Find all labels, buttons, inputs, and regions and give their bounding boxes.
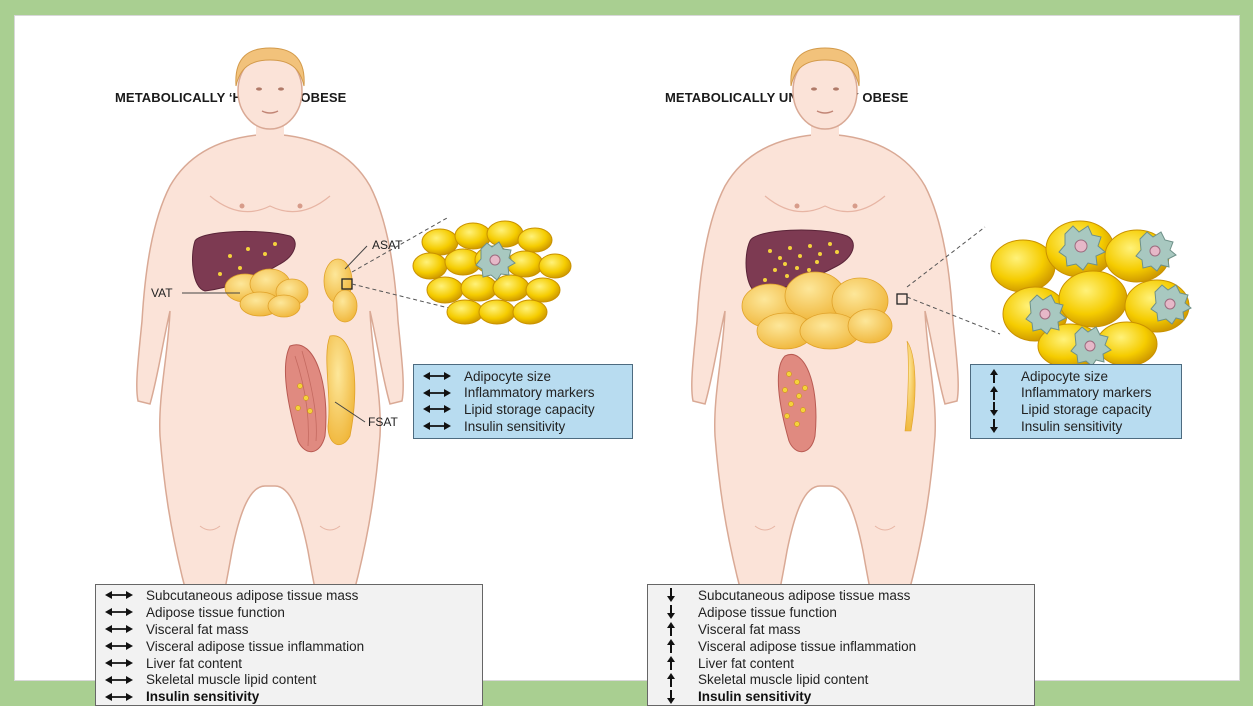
healthy-summary-label: Liver fat content — [146, 656, 242, 671]
healthy-summary-label: Visceral adipose tissue inflammation — [146, 639, 364, 654]
up-arrow-icon — [656, 622, 686, 636]
healthy-adipocyte-property-label: Lipid storage capacity — [464, 402, 595, 417]
unhealthy-summary-label: Liver fat content — [698, 656, 794, 671]
up-arrow-icon — [979, 369, 1009, 383]
healthy-summary-label: Skeletal muscle lipid content — [146, 672, 316, 687]
double-arrow-icon — [422, 388, 452, 398]
up-arrow-icon — [656, 673, 686, 687]
healthy-summary-label: Insulin sensitivity — [146, 689, 259, 704]
unhealthy-summary-row: Subcutaneous adipose tissue mass — [656, 587, 1026, 604]
down-arrow-icon — [656, 605, 686, 619]
healthy-summary-row: Visceral fat mass — [104, 621, 474, 638]
down-arrow-icon — [656, 690, 686, 704]
healthy-summary-label: Visceral fat mass — [146, 622, 249, 637]
up-arrow-icon — [656, 656, 686, 670]
double-arrow-icon — [104, 692, 134, 702]
healthy-adipocyte-property-label: Adipocyte size — [464, 369, 551, 384]
healthy-adipocyte-property-label: Insulin sensitivity — [464, 419, 565, 434]
unhealthy-summary-label: Visceral adipose tissue inflammation — [698, 639, 916, 654]
healthy-adipocyte-property-row: Lipid storage capacity — [422, 401, 624, 418]
down-arrow-icon — [656, 588, 686, 602]
double-arrow-icon — [104, 607, 134, 617]
unhealthy-body-figure — [692, 48, 958, 662]
unhealthy-summary-row: Visceral fat mass — [656, 621, 1026, 638]
unhealthy-adipocyte-property-row: Adipocyte size — [979, 368, 1173, 385]
obesity-phenotype-diagram: METABOLICALLY ‘HEALTHY’ OBESE METABOLICA… — [35, 44, 1235, 684]
up-arrow-icon — [979, 386, 1009, 400]
healthy-summary-row: Subcutaneous adipose tissue mass — [104, 587, 474, 604]
unhealthy-summary-label: Skeletal muscle lipid content — [698, 672, 868, 687]
up-arrow-icon — [656, 639, 686, 653]
healthy-summary-row: Liver fat content — [104, 655, 474, 672]
unhealthy-adipocyte-property-row: Insulin sensitivity — [979, 418, 1173, 435]
macrophage-icon — [476, 242, 515, 280]
healthy-summary-label: Adipose tissue function — [146, 605, 285, 620]
healthy-adipocyte-property-row: Insulin sensitivity — [422, 418, 624, 435]
healthy-body-figure — [137, 48, 403, 662]
down-arrow-icon — [979, 419, 1009, 433]
unhealthy-summary-row: Adipose tissue function — [656, 604, 1026, 621]
unhealthy-summary-label: Subcutaneous adipose tissue mass — [698, 588, 910, 603]
unhealthy-adipocyte-property-label: Insulin sensitivity — [1021, 419, 1122, 434]
healthy-adipocyte-property-row: Inflammatory markers — [422, 385, 624, 402]
double-arrow-icon — [104, 590, 134, 600]
down-arrow-icon — [979, 402, 1009, 416]
healthy-summary-label: Subcutaneous adipose tissue mass — [146, 588, 358, 603]
double-arrow-icon — [104, 658, 134, 668]
unhealthy-summary-label: Adipose tissue function — [698, 605, 837, 620]
unhealthy-adipocyte-property-label: Adipocyte size — [1021, 369, 1108, 384]
vat-label: VAT — [151, 286, 173, 300]
unhealthy-summary-row: Insulin sensitivity — [656, 688, 1026, 705]
double-arrow-icon — [422, 371, 452, 381]
double-arrow-icon — [104, 641, 134, 651]
healthy-summary-row: Visceral adipose tissue inflammation — [104, 638, 474, 655]
unhealthy-adipocyte-property-label: Lipid storage capacity — [1021, 402, 1152, 417]
unhealthy-summary-row: Visceral adipose tissue inflammation — [656, 638, 1026, 655]
unhealthy-summary-label: Visceral fat mass — [698, 622, 801, 637]
unhealthy-adipocyte-property-row: Inflammatory markers — [979, 385, 1173, 402]
unhealthy-adipocyte-property-label: Inflammatory markers — [1021, 385, 1152, 400]
healthy-summary-row: Insulin sensitivity — [104, 688, 474, 705]
double-arrow-icon — [422, 404, 452, 414]
double-arrow-icon — [422, 421, 452, 431]
asat-label: ASAT — [372, 238, 402, 252]
healthy-adipocyte-property-label: Inflammatory markers — [464, 385, 595, 400]
unhealthy-summary-row: Liver fat content — [656, 655, 1026, 672]
healthy-adipocyte-property-row: Adipocyte size — [422, 368, 624, 385]
healthy-summary-row: Adipose tissue function — [104, 604, 474, 621]
figure-panel: METABOLICALLY ‘HEALTHY’ OBESE METABOLICA… — [14, 15, 1240, 681]
fsat-label: FSAT — [368, 415, 398, 429]
double-arrow-icon — [104, 675, 134, 685]
unhealthy-adipocyte-property-row: Lipid storage capacity — [979, 401, 1173, 418]
double-arrow-icon — [104, 624, 134, 634]
unhealthy-summary-label: Insulin sensitivity — [698, 689, 811, 704]
